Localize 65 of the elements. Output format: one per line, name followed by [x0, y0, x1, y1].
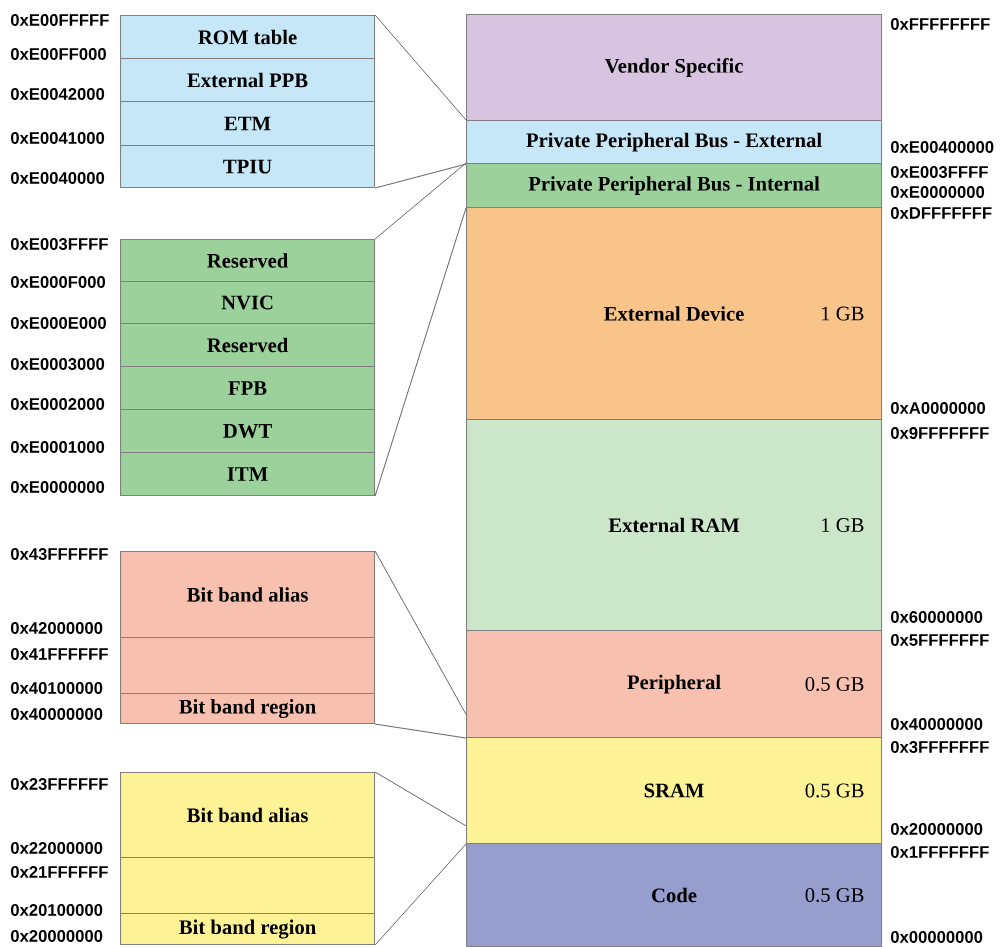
size-label: 0.5 GB [805, 783, 864, 798]
subregion-box: Reserved [120, 239, 376, 283]
size-label: 1 GB [822, 518, 864, 532]
address-label: 0xE0001000 [10, 441, 105, 453]
address-label: 0x20000000 [890, 823, 983, 835]
subregion-box: Bit band alias [120, 551, 376, 639]
memory-region: Private Peripheral Bus - External [466, 120, 883, 165]
address-label: 0x42000000 [10, 622, 103, 634]
address-label: 0xE0000000 [890, 186, 985, 198]
address-label: 0x43FFFFFF [10, 548, 108, 560]
address-label: 0xE0003000 [10, 358, 105, 370]
address-label: 0xE0040000 [10, 172, 105, 184]
address-label: 0x20100000 [10, 904, 103, 916]
subregion-box: Bit band region [120, 693, 376, 725]
address-label: 0x9FFFFFFF [890, 427, 989, 439]
address-label: 0x20000000 [10, 930, 103, 942]
zoom-line [374, 14, 467, 121]
subregion-box [120, 637, 376, 695]
address-label: 0xA0000000 [890, 402, 986, 414]
address-label: 0x3FFFFFFF [890, 741, 989, 753]
address-label: 0xE0002000 [10, 398, 105, 410]
subregion-box: TPIU [120, 145, 376, 189]
address-label: 0x40000000 [890, 718, 983, 730]
zoom-line [374, 550, 467, 715]
memory-region: Private Peripheral Bus - Internal [466, 163, 883, 209]
subregion-box: FPB [120, 366, 376, 411]
address-label: 0xE003FFFF [10, 238, 108, 250]
subregion-box: Bit band alias [120, 772, 376, 859]
zoom-line [374, 207, 467, 497]
size-label: 1 GB [822, 306, 864, 321]
address-label: 0xE00FFFFF [10, 14, 109, 26]
size-label: 0.5 GB [805, 677, 864, 692]
subregion-box: External PPB [120, 58, 376, 103]
address-label: 0x41FFFFFF [10, 648, 108, 660]
address-label: 0xE000F000 [10, 276, 106, 288]
zoom-line [374, 162, 467, 240]
zoom-line [374, 723, 467, 739]
subregion-box: ROM table [120, 15, 376, 60]
zoom-line [374, 771, 467, 827]
address-label: 0x60000000 [890, 611, 983, 623]
subregion-box: Reserved [120, 323, 376, 368]
memory-region: Vendor Specific [466, 14, 883, 122]
subregion-box: NVIC [120, 281, 376, 325]
size-label: 0.5 GB [805, 888, 864, 903]
address-label: 0x40100000 [10, 682, 103, 694]
address-label: 0x21FFFFFF [10, 866, 108, 878]
subregion-box [120, 857, 376, 915]
address-label: 0x1FFFFFFF [890, 846, 989, 858]
subregion-box: ETM [120, 101, 376, 147]
address-label: 0xE0000000 [10, 481, 105, 493]
address-label: 0xE00FF000 [10, 48, 106, 60]
address-label: 0xDFFFFFFF [890, 207, 992, 219]
subregion-box: Bit band region [120, 913, 376, 946]
address-label: 0x22000000 [10, 842, 103, 854]
address-label: 0xE00400000 [890, 141, 994, 153]
zoom-line [374, 163, 467, 189]
address-label: 0xE003FFFF [890, 166, 988, 178]
address-label: 0xE0042000 [10, 88, 105, 100]
address-label: 0xE0041000 [10, 132, 105, 144]
address-label: 0x40000000 [10, 708, 103, 720]
address-label: 0xE000E000 [10, 317, 106, 329]
address-label: 0x5FFFFFFF [890, 634, 989, 646]
zoom-line [374, 843, 467, 946]
subregion-box: ITM [120, 452, 376, 497]
subregion-box: DWT [120, 409, 376, 454]
